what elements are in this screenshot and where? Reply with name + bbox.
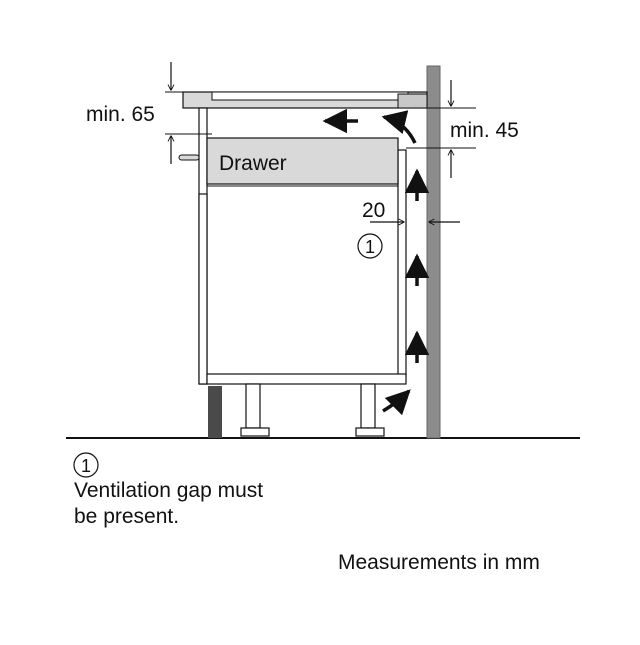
legend-note-line-1: Ventilation gap must xyxy=(74,479,264,502)
dimension-min-45: min. 45 xyxy=(406,80,519,178)
legend-callout-1: 1 xyxy=(73,452,99,478)
drawer-label: Drawer xyxy=(219,152,287,175)
cabinet-door xyxy=(198,193,208,385)
airflow-arrows xyxy=(322,108,430,416)
dimension-min-65-label: min. 65 xyxy=(86,103,155,126)
cabinet-right-panel xyxy=(397,149,407,377)
dimension-min-45-label: min. 45 xyxy=(450,119,519,142)
dimension-20: 20 xyxy=(362,199,460,222)
callout-1: 1 xyxy=(357,233,383,259)
legend-note: Ventilation gap must be present. xyxy=(74,478,263,530)
cabinet-bottom xyxy=(206,373,407,385)
drawer-handle xyxy=(178,154,200,161)
callout-1-number: 1 xyxy=(365,237,375,257)
dimension-20-label: 20 xyxy=(362,199,385,222)
legend-callout-1-number: 1 xyxy=(81,456,91,476)
hob-glass xyxy=(211,91,409,101)
cabinet-leg-right xyxy=(355,383,385,437)
units-note: Measurements in mm xyxy=(338,551,540,574)
cabinet-leg-left xyxy=(240,383,270,437)
drawer-box xyxy=(206,137,399,185)
dimension-min-65: min. 65 xyxy=(86,62,212,164)
hob-body xyxy=(397,93,428,109)
wall xyxy=(426,65,441,439)
airflow-arrow-bottom-curve xyxy=(382,389,411,416)
airflow-arrow-top-curve xyxy=(381,110,417,144)
plinth xyxy=(208,386,222,438)
legend-note-line-2: be present. xyxy=(74,505,180,528)
